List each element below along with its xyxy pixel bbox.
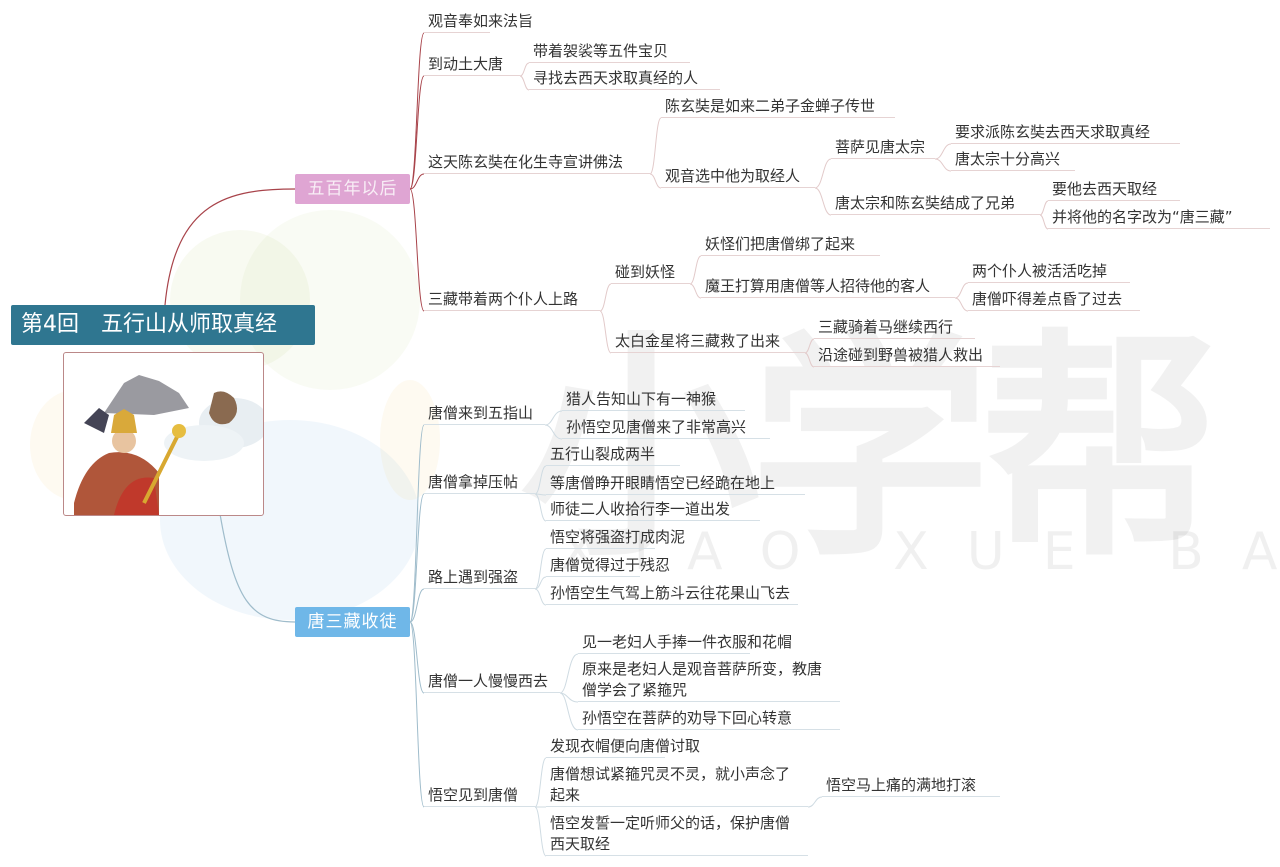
watermark-blob <box>380 380 440 500</box>
topic-node[interactable]: 唐僧想试紧箍咒灵不灵，就小声念了起来 <box>546 764 808 807</box>
topic-node[interactable]: 寻找去西天求取真经的人 <box>529 68 720 90</box>
topic-node[interactable]: 路上遇到强盗 <box>424 567 535 589</box>
topic-node[interactable]: 魔王打算用唐僧等人招待他的客人 <box>701 276 955 298</box>
topic-node[interactable]: 猎人告知山下有一神猴 <box>562 389 745 411</box>
connector-line <box>804 352 815 368</box>
topic-node[interactable]: 带着袈裟等五件宝贝 <box>529 41 690 63</box>
topic-node[interactable]: 三藏骑着马继续西行 <box>814 317 975 339</box>
topic-node[interactable]: 孙悟空生气驾上筋斗云往花果山飞去 <box>546 583 798 605</box>
connector-line <box>814 158 832 189</box>
connector-line <box>934 158 952 172</box>
watermark-blob <box>170 230 310 370</box>
topic-node[interactable]: 两个仆人被活活吃掉 <box>968 261 1130 283</box>
topic-node[interactable]: 悟空发誓一定听师父的话，保护唐僧西天取经 <box>546 813 808 856</box>
watermark-blob <box>240 210 420 390</box>
connector-line <box>409 424 425 623</box>
connector-line <box>534 493 547 522</box>
connector-line <box>544 424 563 440</box>
connector-line <box>954 282 969 299</box>
topic-node[interactable]: 孙悟空在菩萨的劝导下回心转意 <box>578 708 840 730</box>
topic-node[interactable]: 菩萨见唐太宗 <box>831 137 935 159</box>
connector-line <box>689 283 702 299</box>
topic-node[interactable]: 悟空将强盗打成肉泥 <box>546 527 685 549</box>
topic-node[interactable]: 三藏带着两个仆人上路 <box>424 289 600 311</box>
topic-node[interactable]: 陈玄奘是如来二弟子金蝉子传世 <box>661 96 895 118</box>
connector-line <box>164 188 296 306</box>
connector-line <box>649 117 662 175</box>
topic-node[interactable]: 要求派陈玄奘去西天求取真经 <box>951 122 1180 144</box>
topic-node[interactable]: 悟空马上痛的满地打滚 <box>822 775 1000 797</box>
topic-node[interactable]: 师徒二人收拾行李一道出发 <box>546 499 760 521</box>
topic-node[interactable]: 到动土大唐 <box>424 54 520 76</box>
connector-line <box>807 796 823 808</box>
topic-node[interactable]: 唐僧觉得过于残忍 <box>546 555 670 577</box>
connector-line <box>534 548 547 590</box>
connector-line <box>534 576 547 590</box>
topic-node[interactable]: 孙悟空见唐僧来了非常高兴 <box>562 417 770 439</box>
connector-line <box>534 588 547 606</box>
topic-node[interactable]: 发现衣帽便向唐僧讨取 <box>546 736 700 758</box>
connector-line <box>519 75 530 91</box>
watermark-logo-text: 小学帮 <box>520 309 1220 589</box>
topic-node[interactable]: 沿途碰到野兽被猎人救出 <box>814 345 1000 367</box>
topic-node[interactable]: 唐太宗和陈玄奘结成了兄弟 <box>831 193 1040 215</box>
tang-monk-illustration-icon <box>74 375 263 515</box>
topic-node[interactable]: 太白金星将三藏救了出来 <box>611 331 805 353</box>
topic-node[interactable]: 要他去西天取经 <box>1048 179 1180 201</box>
main-topic-500-years-later[interactable]: 五百年以后 <box>295 174 410 204</box>
topic-node[interactable]: 碰到妖怪 <box>611 262 690 284</box>
topic-node[interactable]: 妖怪们把唐僧绑了起来 <box>701 234 880 256</box>
connector-line <box>649 173 662 189</box>
watermark-latin-text: XIAO XUE BANG <box>560 522 1280 582</box>
topic-node[interactable]: 唐僧吓得差点昏了过去 <box>968 289 1140 311</box>
topic-node[interactable]: 这天陈玄奘在化生寺宣讲佛法 <box>424 152 650 174</box>
connector-line <box>409 621 425 694</box>
connector-line <box>559 692 579 731</box>
connector-line <box>219 513 296 623</box>
connector-line <box>1039 214 1049 230</box>
connector-line <box>689 255 702 285</box>
connector-line <box>534 465 547 495</box>
connector-line <box>544 410 563 426</box>
connector-line <box>534 757 547 808</box>
connector-line <box>599 310 612 354</box>
root-topic-title[interactable]: 第4回 五行山从师取真经 <box>11 305 315 345</box>
connector-line <box>519 62 530 77</box>
connector-line <box>409 588 425 623</box>
connector-line <box>409 621 425 808</box>
connector-line <box>409 493 425 623</box>
topic-node[interactable]: 唐僧来到五指山 <box>424 403 545 425</box>
topic-node[interactable]: 唐僧一人慢慢西去 <box>424 671 560 693</box>
connector-line <box>934 143 952 160</box>
connector-line <box>804 338 815 354</box>
topic-node[interactable]: 等唐僧睁开眼睛悟空已经跪在地上 <box>546 473 805 495</box>
topic-node[interactable]: 唐太宗十分高兴 <box>951 149 1075 171</box>
connector-line <box>1039 200 1049 216</box>
topic-node[interactable]: 观音奉如来法旨 <box>424 11 533 33</box>
connector-line <box>409 75 425 190</box>
connector-line <box>409 188 425 312</box>
connector-line <box>534 806 547 857</box>
connector-line <box>599 283 612 312</box>
connector-line <box>409 173 425 190</box>
topic-node[interactable]: 原来是老妇人是观音菩萨所变，教唐僧学会了紧箍咒 <box>578 659 840 702</box>
connector-line <box>559 653 579 694</box>
topic-node[interactable]: 悟空见到唐僧 <box>424 785 535 807</box>
connector-line <box>409 32 425 190</box>
topic-node[interactable]: 五行山裂成两半 <box>546 444 680 466</box>
root-illustration <box>63 352 264 516</box>
main-topic-tang-sanzang-takes-disciple[interactable]: 唐三藏收徒 <box>295 607 410 637</box>
topic-node[interactable]: 并将他的名字改为“唐三藏” <box>1048 207 1270 229</box>
topic-node[interactable]: 见一老妇人手捧一件衣服和花帽 <box>578 632 792 654</box>
topic-node[interactable]: 唐僧拿掉压帖 <box>424 472 535 494</box>
connector-line <box>954 297 969 312</box>
connector-line <box>814 187 832 216</box>
topic-node[interactable]: 观音选中他为取经人 <box>661 166 815 188</box>
